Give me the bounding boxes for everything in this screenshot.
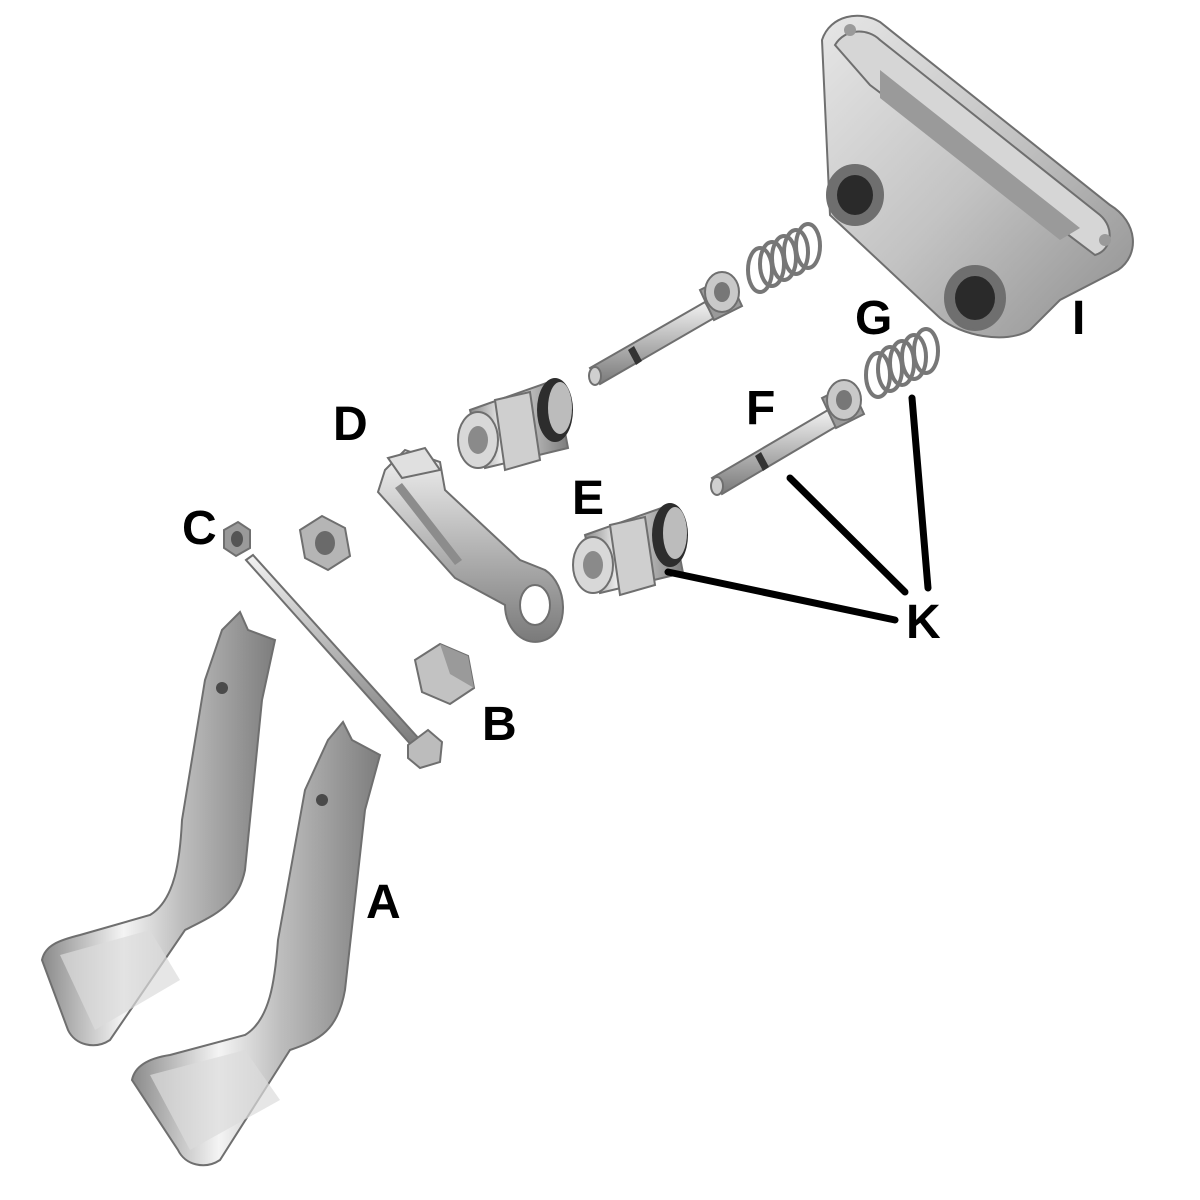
label-g: G (855, 292, 892, 345)
label-e: E (572, 472, 604, 525)
upper-valve-cartridge (457, 378, 573, 472)
upper-stem (588, 271, 744, 386)
label-k: K (906, 596, 941, 649)
nut-c (223, 520, 251, 558)
label-a: A (366, 876, 401, 929)
leader-to-g (908, 394, 932, 592)
stem-f (710, 379, 866, 496)
hex-nut-b (413, 642, 476, 706)
linkage-lever-d (376, 446, 564, 643)
hex-nut-upper (298, 514, 352, 572)
label-i: I (1072, 292, 1085, 345)
foot-pedal-front (130, 720, 382, 1167)
leader-to-f (786, 474, 909, 596)
label-b: B (482, 698, 517, 751)
label-d: D (333, 398, 368, 451)
label-c: C (182, 502, 217, 555)
spring-g (864, 327, 940, 399)
leader-to-e (664, 568, 899, 624)
k-leader-lines (664, 394, 932, 624)
label-f: F (746, 382, 775, 435)
mounting-bracket (820, 14, 1134, 339)
foot-pedal-back (40, 610, 277, 1047)
upper-spring (746, 222, 822, 294)
long-bolt (244, 553, 444, 770)
valve-cartridge-e (572, 503, 688, 597)
